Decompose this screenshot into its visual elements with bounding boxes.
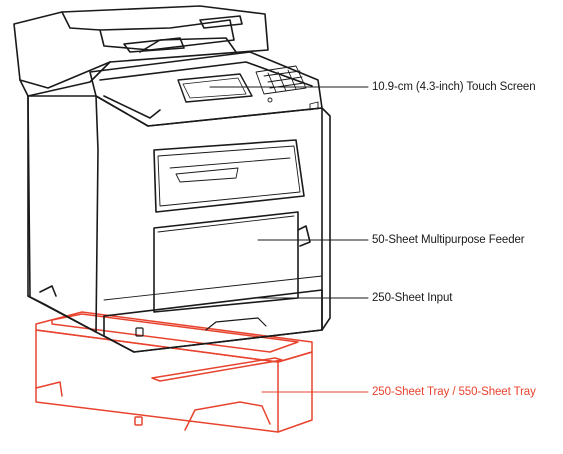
optional-tray: [35, 311, 313, 433]
callout-lines: [209, 86, 369, 393]
keypad: [255, 65, 307, 103]
label-touch-screen: 10.9-cm (4.3-inch) Touch Screen: [372, 81, 536, 93]
label-optional-tray: 250-Sheet Tray / 550-Sheet Tray: [372, 386, 536, 398]
label-250-sheet-input: 250-Sheet Input: [372, 292, 453, 304]
printer-body: [13, 5, 331, 353]
label-multipurpose-feeder: 50-Sheet Multipurpose Feeder: [372, 234, 525, 246]
